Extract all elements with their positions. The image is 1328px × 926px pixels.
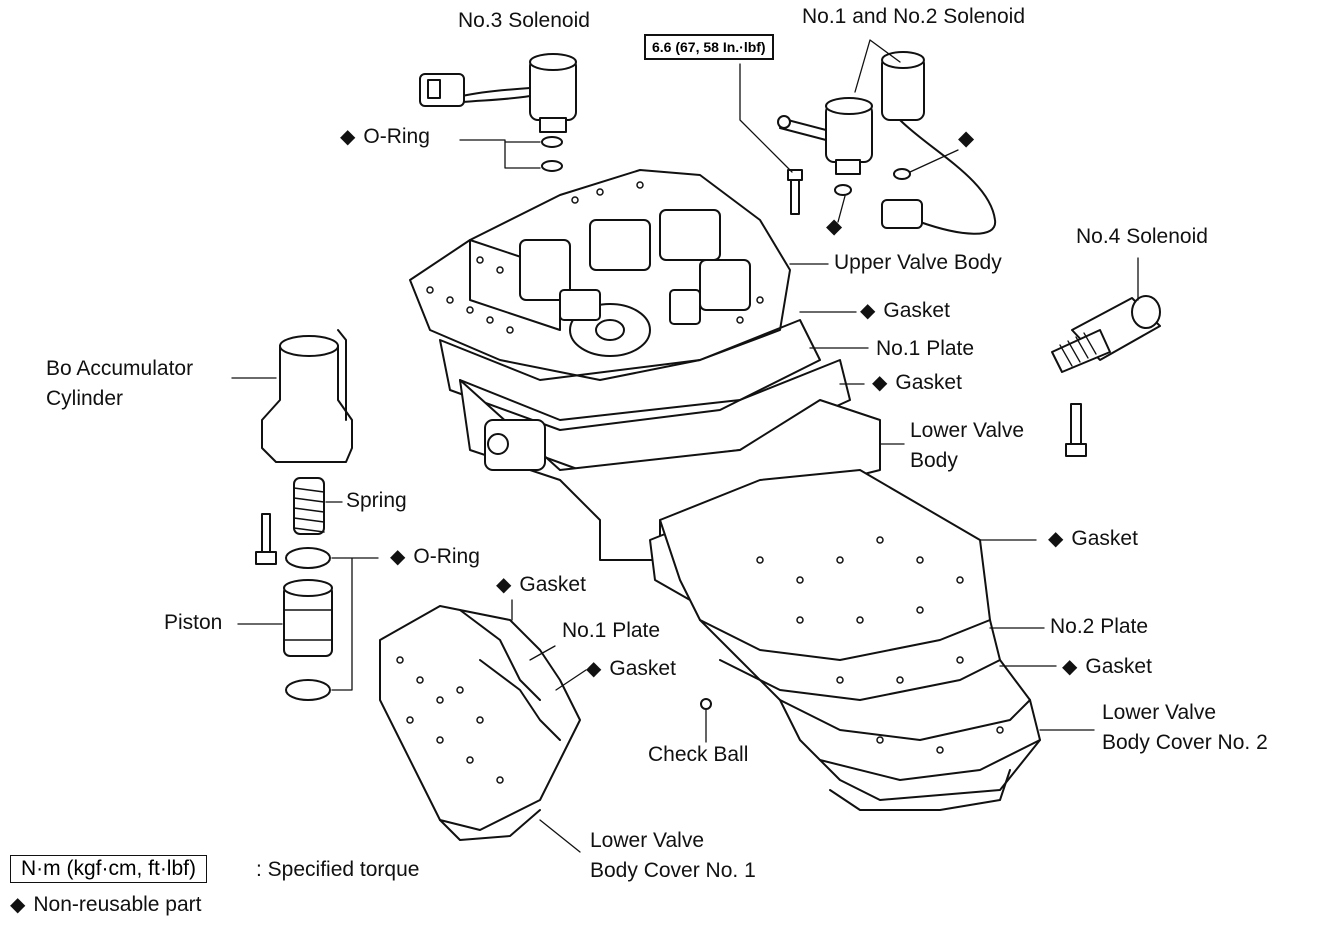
label-gasket-2: ◆Gasket — [872, 371, 962, 394]
label-lvb-cover1-line1: Lower Valve — [590, 829, 705, 852]
label-gasket-5: ◆Gasket — [586, 657, 676, 680]
nonreusable-diamond-icon: ◆ — [496, 574, 512, 596]
nonreusable-diamond-icon: ◆ — [826, 215, 843, 238]
spring-part — [293, 477, 325, 535]
oring-top-b — [541, 160, 563, 172]
lower-left-stack — [379, 605, 581, 831]
label-piston: Piston — [164, 611, 223, 634]
oring-mid-b — [285, 679, 331, 701]
nonreusable-diamond-icon: ◆ — [1062, 656, 1078, 678]
label-oring-top: ◆O-Ring — [340, 125, 430, 148]
label-lower-valve-body-line1: Lower Valve — [910, 419, 1025, 442]
lower-valve-body-cover-2 — [829, 769, 1011, 811]
nonreusable-diamond-icon: ◆ — [872, 372, 888, 394]
label-lvb-cover1-line2: Body Cover No. 1 — [590, 859, 756, 882]
legend-torque-desc: : Specified torque — [256, 858, 420, 881]
label-gasket-6: ◆Gasket — [1062, 655, 1152, 678]
legend-torque-unit: N·m (kgf·cm, ft·lbf) — [21, 857, 196, 880]
label-bo-accumulator-line1: Bo Accumulator — [46, 357, 194, 380]
diamond-marker-solenoid-oring-2: ◆ — [826, 212, 842, 242]
label-no4-solenoid: No.4 Solenoid — [1076, 225, 1208, 248]
bo-accumulator-cylinder-part — [261, 329, 353, 463]
torque-spec-box: 6.6 (67, 58 In.·lbf) — [644, 34, 774, 60]
label-lvb-cover2-line1: Lower Valve — [1102, 701, 1217, 724]
upper-valve-body-part — [409, 169, 791, 381]
label-no1-plate-lower: No.1 Plate — [562, 619, 661, 642]
oring-mid-a — [285, 547, 331, 569]
no3-solenoid-part — [419, 53, 577, 133]
label-lower-valve-body-line2: Body — [910, 449, 958, 472]
nonreusable-diamond-icon: ◆ — [340, 126, 356, 148]
no4-solenoid-part — [1051, 295, 1161, 373]
label-gasket-1: ◆Gasket — [860, 299, 950, 322]
nonreusable-diamond-icon: ◆ — [1048, 528, 1064, 550]
label-gasket-3: ◆Gasket — [1048, 527, 1138, 550]
label-oring-mid: ◆O-Ring — [390, 545, 480, 568]
torque-spec-value: 6.6 (67, 58 In.·lbf) — [652, 39, 766, 55]
nonreusable-diamond-icon: ◆ — [586, 658, 602, 680]
label-bo-accumulator-line2: Cylinder — [46, 387, 124, 410]
label-check-ball: Check Ball — [648, 743, 749, 766]
label-lvb-cover2-line2: Body Cover No. 2 — [1102, 731, 1268, 754]
label-no2-plate: No.2 Plate — [1050, 615, 1149, 638]
lower-gasket-stack — [659, 469, 1041, 801]
accumulator-bolt — [255, 513, 277, 565]
nonreusable-diamond-icon: ◆ — [860, 300, 876, 322]
lower-valve-body-cover-1 — [439, 809, 541, 841]
nonreusable-diamond-icon: ◆ — [390, 546, 406, 568]
nonreusable-diamond-icon: ◆ — [10, 894, 26, 916]
label-no1-plate-upper: No.1 Plate — [876, 337, 975, 360]
label-spring: Spring — [346, 489, 407, 512]
piston-part — [283, 579, 333, 657]
label-upper-valve-body: Upper Valve Body — [834, 251, 1002, 274]
check-ball-part — [700, 698, 712, 710]
no1-no2-solenoid-part — [777, 51, 997, 235]
label-no1-no2-solenoid: No.1 and No.2 Solenoid — [802, 5, 1025, 28]
legend-torque-box: N·m (kgf·cm, ft·lbf) — [10, 855, 207, 883]
label-gasket-4: ◆Gasket — [496, 573, 586, 596]
no4-bolt — [1065, 403, 1087, 457]
solenoid-bolt — [787, 169, 803, 215]
nonreusable-diamond-icon: ◆ — [958, 127, 975, 150]
legend-nonreusable: ◆Non-reusable part — [10, 893, 202, 916]
label-no3-solenoid: No.3 Solenoid — [458, 9, 590, 32]
diamond-marker-solenoid-oring: ◆ — [958, 124, 974, 154]
oring-top-a — [541, 136, 563, 148]
